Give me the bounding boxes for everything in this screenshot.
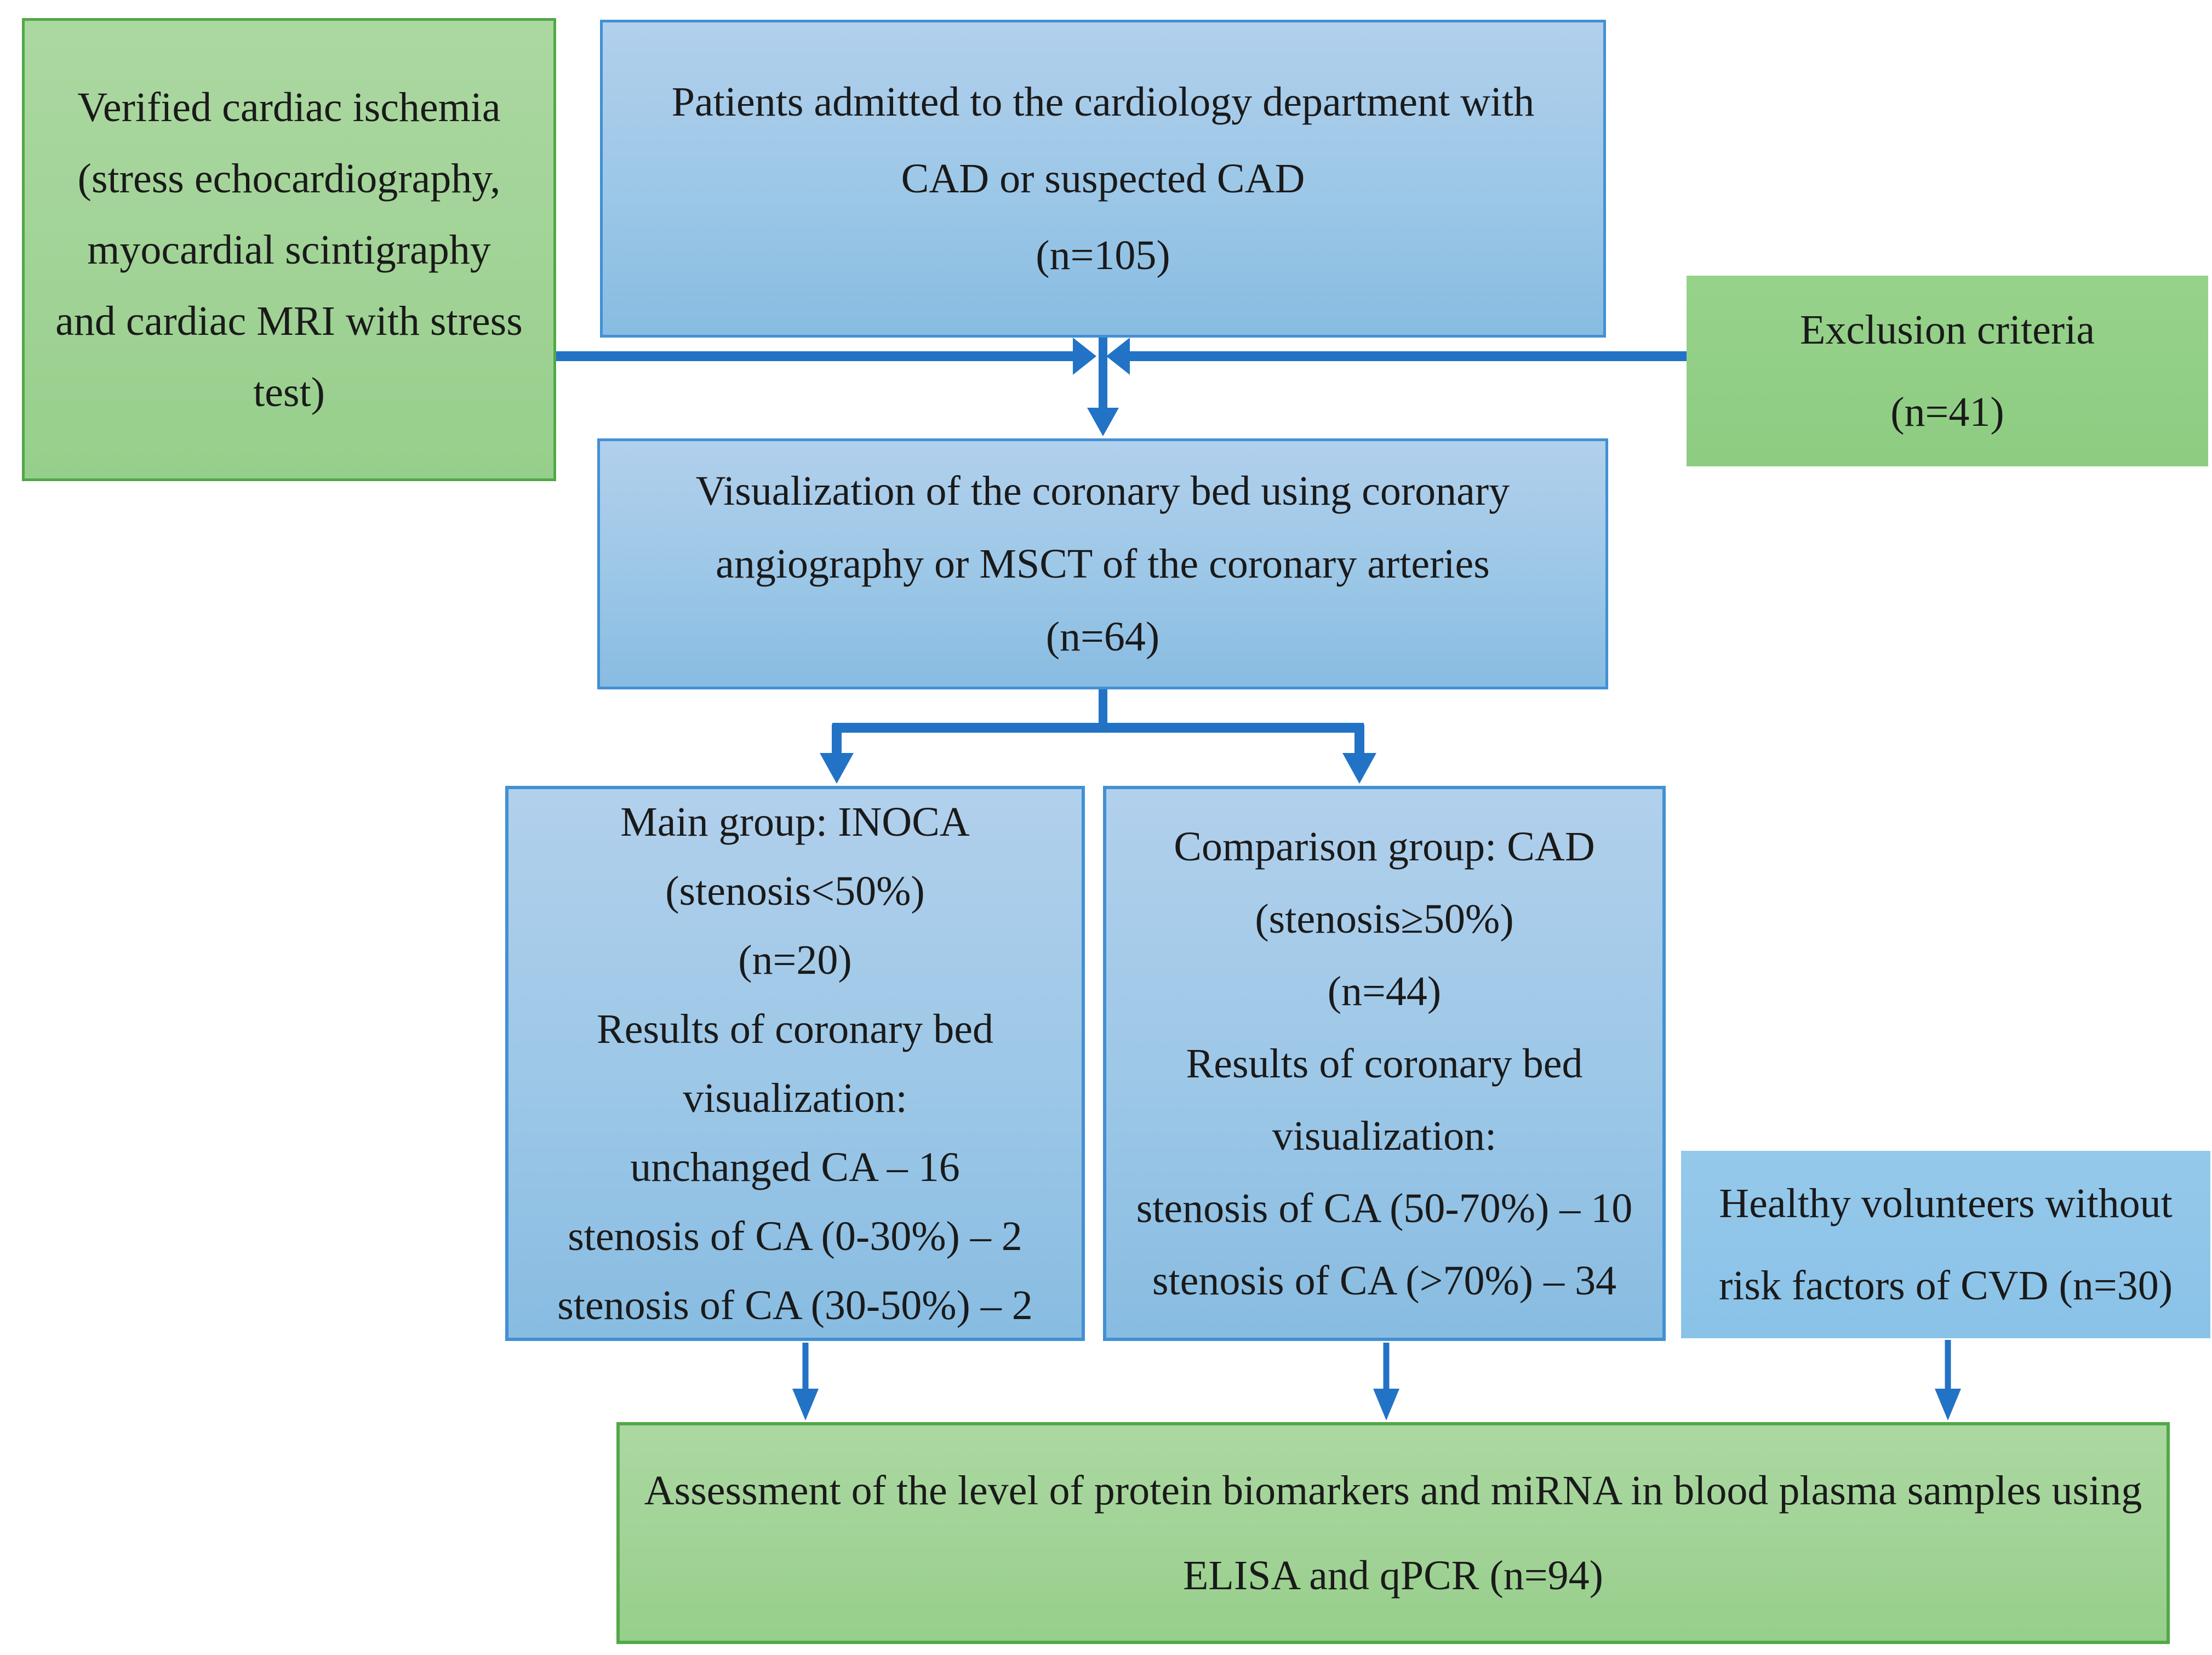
box-main-group-inoca: Main group: INOCA (stenosis<50%) (n=20) … — [505, 786, 1085, 1341]
arrow-left-converge-head — [1073, 338, 1096, 375]
box-coronary-visualization: Visualization of the coronary bed using … — [597, 438, 1608, 689]
box-exclusion-criteria: Exclusion criteria (n=41) — [1687, 276, 2208, 466]
box-coronary-visualization-text: Visualization of the coronary bed using … — [695, 467, 1510, 660]
arrow-right-converge-head — [1106, 338, 1130, 375]
arrow-main-to-assessment-head — [792, 1389, 819, 1420]
box-comparison-group-cad: Comparison group: CAD (stenosis≥50%) (n=… — [1103, 786, 1666, 1341]
box-patients-admitted: Patients admitted to the cardiology depa… — [600, 20, 1606, 338]
arrow-admitted-down-head — [1087, 408, 1119, 436]
box-verified-cardiac-ischemia-text: Verified cardiac ischemia (stress echoca… — [55, 84, 523, 415]
box-comparison-group-cad-text: Comparison group: CAD (stenosis≥50%) (n=… — [1136, 823, 1633, 1304]
box-exclusion-criteria-text: Exclusion criteria (n=41) — [1799, 307, 2095, 435]
arrow-comparison-to-assessment-head — [1373, 1389, 1399, 1420]
arrow-healthy-to-assessment-head — [1935, 1389, 1961, 1420]
branch-left-arrow-head — [820, 753, 854, 784]
branch-right-arrow-head — [1342, 753, 1376, 784]
box-verified-cardiac-ischemia: Verified cardiac ischemia (stress echoca… — [22, 18, 556, 481]
box-healthy-volunteers-text: Healthy volunteers without risk factors … — [1718, 1180, 2173, 1309]
box-patients-admitted-text: Patients admitted to the cardiology depa… — [671, 79, 1535, 278]
box-healthy-volunteers: Healthy volunteers without risk factors … — [1681, 1151, 2210, 1338]
box-biomarker-assessment-text: Assessment of the level of protein bioma… — [644, 1467, 2142, 1599]
box-biomarker-assessment: Assessment of the level of protein bioma… — [616, 1422, 2170, 1644]
box-main-group-inoca-text: Main group: INOCA (stenosis<50%) (n=20) … — [557, 798, 1033, 1328]
